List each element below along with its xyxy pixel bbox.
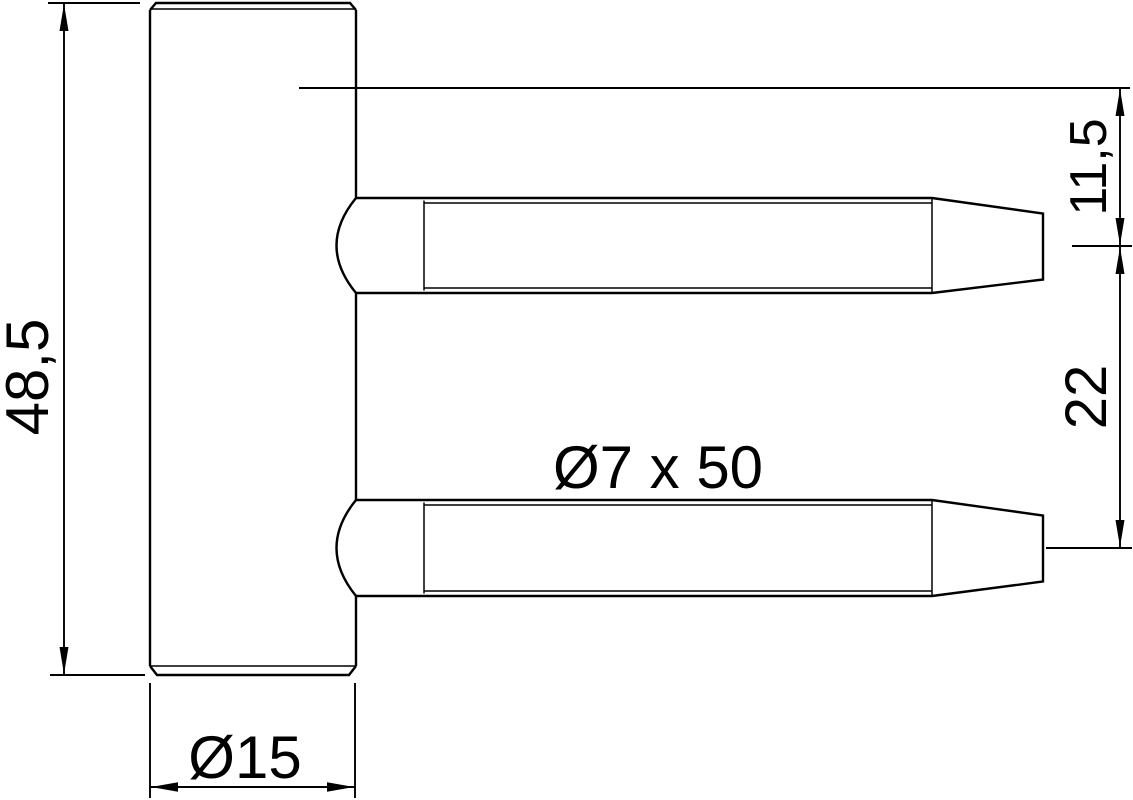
pin-bottom-dome — [335, 499, 357, 597]
arrowhead-left — [151, 782, 178, 792]
arrowhead-down-bottom — [1115, 520, 1125, 547]
pin-bottom — [335, 498, 1045, 598]
pin-top — [335, 196, 1045, 295]
dim-offset-top-label: 11,5 — [1060, 118, 1118, 215]
dimension-right-column: 11,5 22 — [299, 87, 1132, 549]
note-pin-size: Ø7 x 50 — [553, 434, 763, 501]
dimension-body-diameter: Ø15 — [149, 683, 356, 798]
pin-top-taper-tip — [931, 196, 1045, 295]
arrowhead-up-from-pin-top-center — [1115, 247, 1125, 274]
arrowhead-down — [59, 647, 69, 674]
dim-body-diameter-label: Ø15 — [188, 724, 301, 791]
dimension-body-height: 48,5 — [0, 2, 145, 676]
dim-body-height-label: 48,5 — [0, 319, 61, 436]
arrowhead-up-top — [1115, 89, 1125, 116]
pin-top-dome — [335, 197, 357, 294]
arrowhead-right — [327, 782, 354, 792]
hinge-body — [148, 1, 358, 677]
pin-bottom-taper-tip — [931, 498, 1045, 598]
arrowhead-down-to-pin-top-center — [1115, 218, 1125, 245]
body-bottom-chamfer-edge — [149, 665, 357, 677]
dim-pin-spacing-label: 22 — [1054, 365, 1119, 430]
arrowhead-up — [59, 4, 69, 31]
body-top-chamfer-edge — [149, 1, 357, 11]
pin-size-label: Ø7 x 50 — [553, 434, 763, 501]
